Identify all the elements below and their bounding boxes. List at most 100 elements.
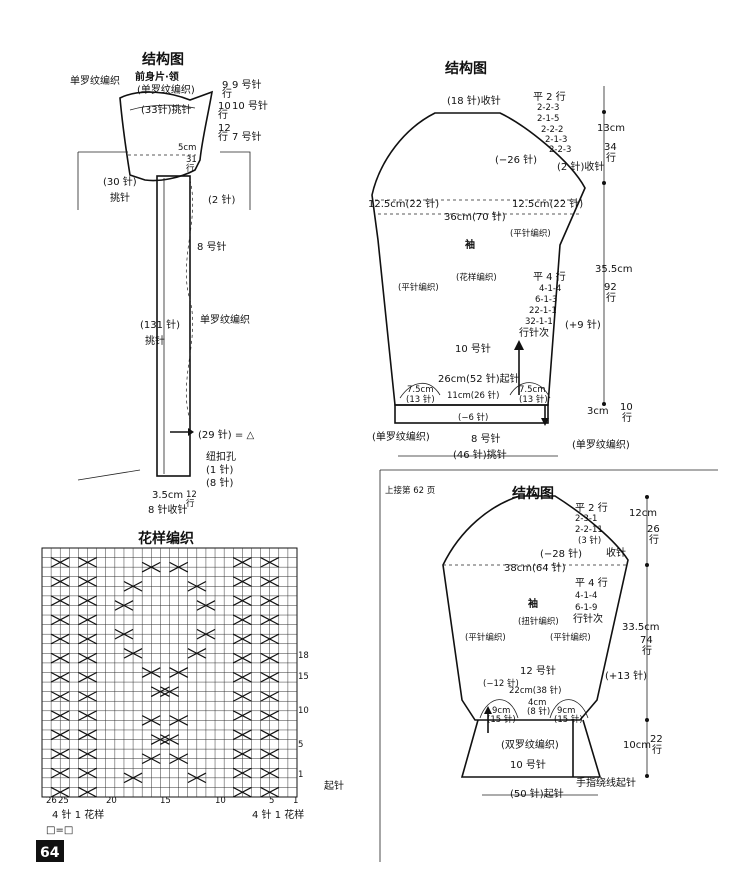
cable-cross-symbol [78,614,97,626]
label: 行针次 [573,612,603,625]
label: 34 [604,142,617,153]
cable-cross-symbol [50,767,70,779]
page-number: 64 [40,845,60,861]
cable-cross-symbol [160,686,179,697]
row-number: 1 [298,770,303,780]
label: 74 [640,635,653,646]
label: (扭针编织) [518,616,559,627]
diagram-title: 结构图 [142,51,184,68]
col-number: 10 [215,796,226,806]
collar-shape [119,90,214,182]
cable-cross-symbol [50,671,70,683]
cable-cross-symbol [260,614,280,626]
cable-cross-symbol [260,595,280,606]
chart-title: 花样编织 [138,530,194,547]
label: 22 [650,734,663,745]
cable-cross-symbol [232,595,252,606]
label: 12 号针 [520,664,556,677]
label: 10 号针 [510,758,546,771]
label: 行针次 [519,326,549,339]
label: 9 [222,80,228,91]
cable-cross-symbol [260,748,280,760]
cable-cross-symbol [123,648,143,659]
cable-cross-symbol [151,686,170,697]
label: (单罗纹编织) [572,438,630,451]
label: 12 [218,123,231,134]
label: (平针编织) [398,282,439,293]
cable-cross-symbol [141,715,161,726]
measure-dot [645,563,649,567]
label: 12.5cm(22 针) [512,197,583,210]
cable-cross-symbol [50,614,70,626]
label: 手指绕线起针 [576,776,636,789]
label: (−26 针) [495,153,537,166]
label: 9cm [492,706,510,716]
label: 单罗纹编织 [200,313,250,326]
repeat-label: 4 针 1 花样 [252,808,304,821]
cable-cross-symbol [260,767,280,779]
col-number: 15 [160,796,171,806]
sleeve-diagram-top: 结构图 (18 针)收针 平 2 行 2-2-3 2-1-5 2-2-2 2-1… [368,60,633,461]
cable-cross-symbol [196,628,216,640]
label: (1 针) [206,463,233,476]
cable-cross-symbol [141,753,161,765]
cable-cross-symbol [78,671,97,683]
label: 行 [186,498,195,509]
label: 12 [186,490,197,500]
label: 2-2-11 [575,525,603,535]
label: (29 针) = △ [198,428,254,441]
label: (50 针)起针 [510,787,564,800]
measure-dot [602,402,606,406]
diagram-subtitle: 前身片·领 [135,70,179,83]
label: 12cm [629,508,657,519]
label: 收针 [606,546,626,559]
cable-cross-symbol [50,595,70,606]
label: 38cm(64 针) [504,561,566,574]
label: 行 [622,411,632,424]
label: 单罗纹编织 [70,74,120,87]
body-hem [77,469,141,481]
label: (−12 针) [483,678,519,689]
col-number: 25 [58,796,69,806]
label: 纽扣孔 [206,450,236,463]
label: (平针编织) [510,228,551,239]
cable-cross-symbol [78,652,97,664]
legend: □=□ [46,825,73,836]
label: 6-1-9 [575,603,597,613]
col-number: 5 [269,796,274,806]
col-number: 26 [46,796,57,806]
cable-cross-symbol [50,633,70,645]
label: 22-1-1 [529,306,557,316]
arrow-head [514,340,524,350]
curve [509,382,551,399]
cable-cross-symbol [50,729,70,741]
cable-cross-symbol [232,748,252,760]
label: 2-1-5 [537,114,559,124]
label: 袖 [464,238,475,251]
label: (+9 针) [565,318,601,331]
cable-cross-symbol [232,786,252,798]
label: 平 2 行 [533,90,566,103]
label: (2 针)收针 [557,160,604,173]
row-number: 18 [298,651,309,661]
cable-cross-symbol [187,772,207,784]
cable-cross-symbol [169,753,188,765]
label: 2-2-3 [537,103,559,113]
cable-cross-symbol [50,786,70,798]
cable-cross-symbol [50,748,70,760]
col-number: 20 [106,796,117,806]
label: (花样编织) [456,272,497,283]
label: 6-1-3 [535,295,557,305]
row-number: 10 [298,706,309,716]
page-number-box [36,840,64,862]
cable-cross-symbol [232,557,252,568]
label: 5cm [178,143,196,153]
label: 7 号针 [232,130,262,143]
label: 行 [649,533,659,546]
chart-grid [41,547,298,798]
label: 32-1-1 [525,317,553,327]
measure-dot [602,110,606,114]
label: (8 针) [206,476,233,489]
label: 2-2-2 [541,125,563,135]
